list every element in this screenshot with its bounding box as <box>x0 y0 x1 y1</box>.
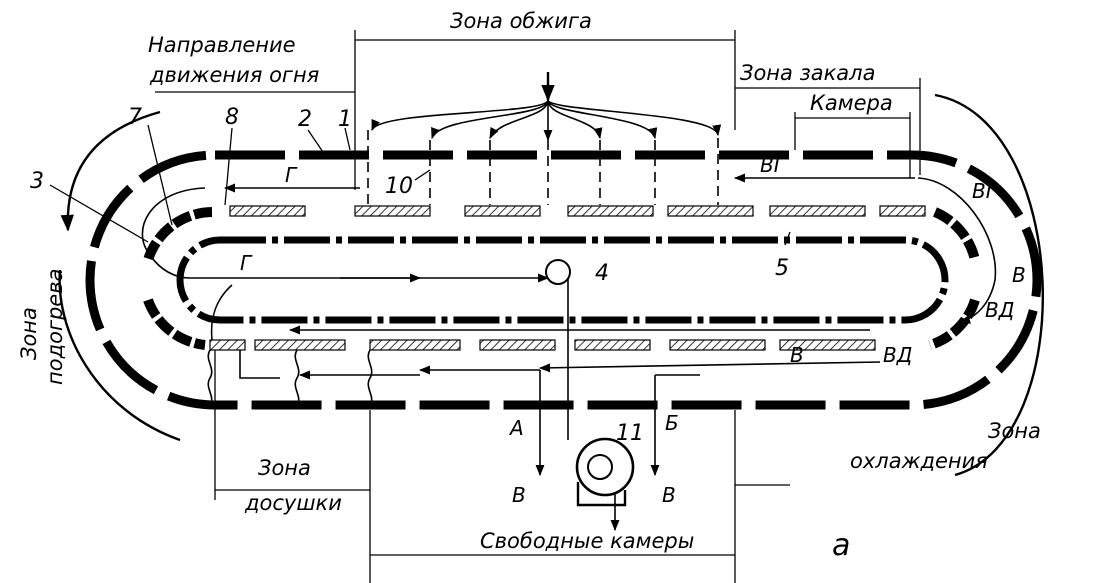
letter-vg-top: ВГ <box>760 153 787 177</box>
number-11: 11 <box>616 421 644 446</box>
number-3: 3 <box>30 169 44 194</box>
letter-vd-right: ВД <box>985 298 1014 322</box>
letter-v-right: В <box>1012 263 1026 287</box>
number-1: 1 <box>338 107 352 132</box>
leader-lines <box>49 124 791 246</box>
letter-g-top: Г <box>285 163 298 187</box>
letter-b: Б <box>665 411 679 435</box>
cooling-zone-label-1: Зона <box>988 419 1041 443</box>
top-ducts <box>367 72 722 205</box>
burner-4 <box>545 259 571 285</box>
letter-vd-inner: ВД <box>883 343 912 367</box>
preheat-zone-label-1: Зона <box>17 307 41 360</box>
number-10: 10 <box>385 174 413 199</box>
hatched-channel <box>143 205 980 351</box>
dimension-lines <box>155 30 921 583</box>
cooling-zone-label-2: охлаждения <box>850 449 988 473</box>
number-5: 5 <box>775 256 789 281</box>
component-numbers: 1 2 3 4 5 7 8 10 11 <box>30 105 789 446</box>
zone-arrows <box>58 93 1044 477</box>
chambers-label: Камера <box>810 91 893 115</box>
letter-v-bottom-left: В <box>512 483 526 507</box>
number-8: 8 <box>225 105 239 130</box>
burning-zone-label: Зона обжига <box>450 9 592 33</box>
gas-flows <box>141 173 997 532</box>
letter-a: А <box>508 416 524 440</box>
drying-zone-label-1: Зона <box>258 456 311 480</box>
flow-letters: Г Г ВГ ВГ В ВД В ВД А Б В В <box>240 153 1026 507</box>
free-chambers-label: Свободные камеры <box>480 529 694 553</box>
fire-direction-label-1: Направление <box>148 33 296 57</box>
number-7: 7 <box>128 105 142 130</box>
inner-wall <box>176 236 949 324</box>
hardening-zone-label: Зона закала <box>740 61 875 85</box>
fan-11 <box>575 437 635 507</box>
letter-v-inner: В <box>790 343 804 367</box>
fire-direction-label-2: движения огня <box>149 63 319 87</box>
number-2: 2 <box>298 107 312 132</box>
zone-labels: Зона обжига Направление движения огня Зо… <box>17 9 1041 563</box>
number-4: 4 <box>595 261 609 286</box>
letter-v-bottom-right: В <box>662 483 676 507</box>
drying-zone-label-2: досушки <box>244 491 342 515</box>
letter-g-mid: Г <box>240 251 253 275</box>
letter-vg-right: ВГ <box>972 179 999 203</box>
preheat-zone-label-2: подогрева <box>43 269 67 385</box>
figure-letter: а <box>832 528 850 563</box>
